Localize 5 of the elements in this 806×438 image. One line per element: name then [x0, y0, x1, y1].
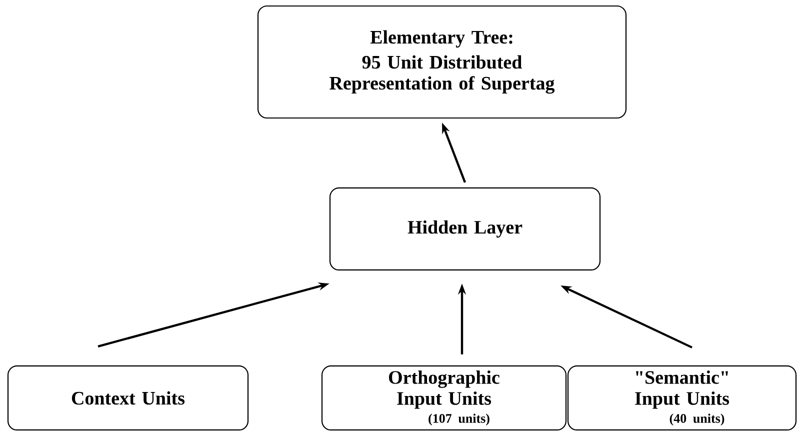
layer-box: "Semantic" Input Units (40 units) [567, 365, 797, 431]
layer-box: Orthographic Input Units (107 units) [321, 365, 567, 431]
layer-box: Elementary Tree: 95 Unit Distributed Representation of Supertag [257, 5, 627, 119]
layer-box: Hidden Layer [329, 187, 601, 271]
layer-box: Context Units [7, 365, 249, 431]
